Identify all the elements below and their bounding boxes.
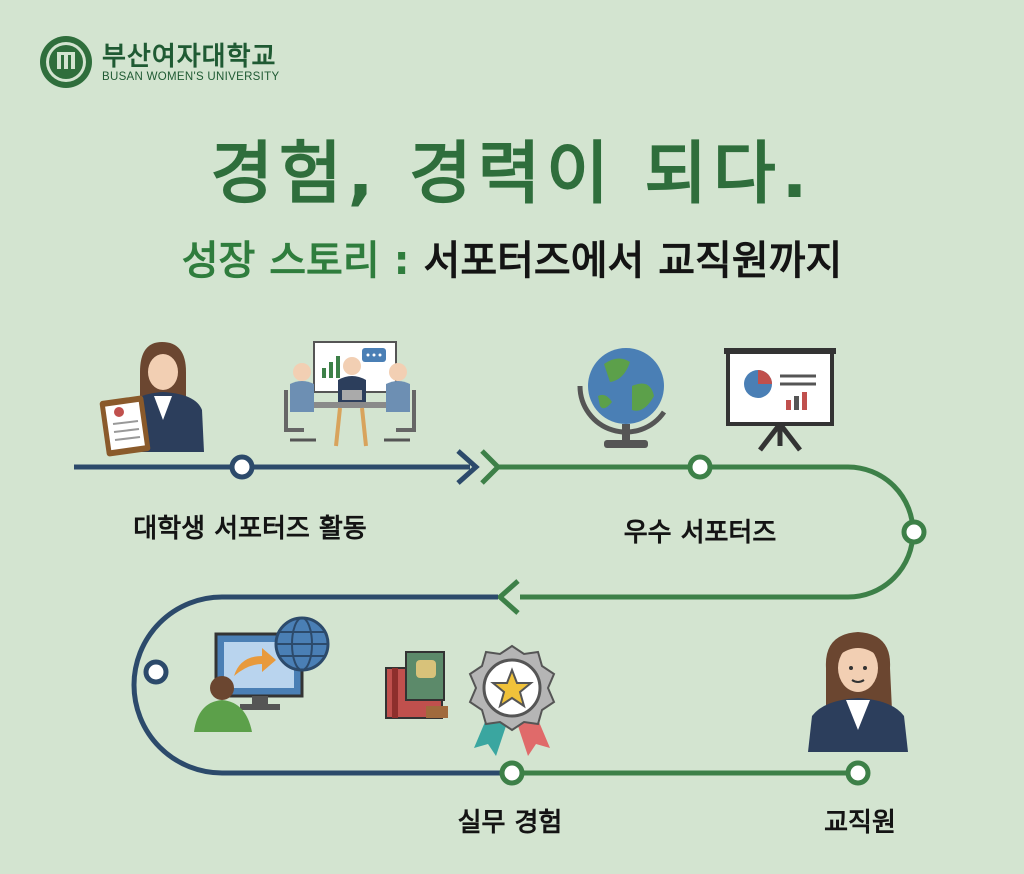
node-4 <box>143 659 169 685</box>
stage-label-2: 우수 서포터즈 <box>623 518 777 548</box>
node-2 <box>687 454 713 480</box>
stage-label-1: 대학생 서포터즈 활동 <box>133 514 367 544</box>
staff-woman-icon <box>808 632 908 752</box>
globe-icon <box>577 348 667 448</box>
path-arrow-1 <box>456 449 480 485</box>
books-icon <box>385 651 448 719</box>
subtitle-suffix: 서포터즈에서 교직원까지 <box>423 238 843 284</box>
path-arrow-3 <box>496 579 520 615</box>
path-segment-3 <box>131 594 510 776</box>
node-1 <box>229 454 255 480</box>
university-seal-icon <box>40 36 92 88</box>
logo-korean-name: 부산여자대학교 <box>102 42 277 72</box>
page-title: 경험, 경력이 되다. <box>210 135 814 214</box>
node-5 <box>499 760 525 786</box>
path-arrow-2 <box>480 449 502 485</box>
award-badge-icon <box>468 644 556 756</box>
page-subtitle: 성장 스토리 : 서포터즈에서 교직원까지 <box>0 228 1024 286</box>
stage-label-3: 실무 경험 <box>457 808 563 838</box>
student-with-clipboard-icon <box>99 342 204 457</box>
university-logo: 부산여자대학교 BUSAN WOMEN'S UNIVERSITY <box>38 34 338 94</box>
presentation-board-icon <box>724 348 836 452</box>
subtitle-prefix: 성장 스토리 : <box>181 238 410 284</box>
stage-label-4: 교직원 <box>824 808 896 838</box>
node-6 <box>845 760 871 786</box>
computer-globe-icon <box>194 616 330 732</box>
logo-english-name: BUSAN WOMEN'S UNIVERSITY <box>102 71 280 83</box>
node-3 <box>901 519 927 545</box>
team-meeting-icon <box>284 341 416 447</box>
